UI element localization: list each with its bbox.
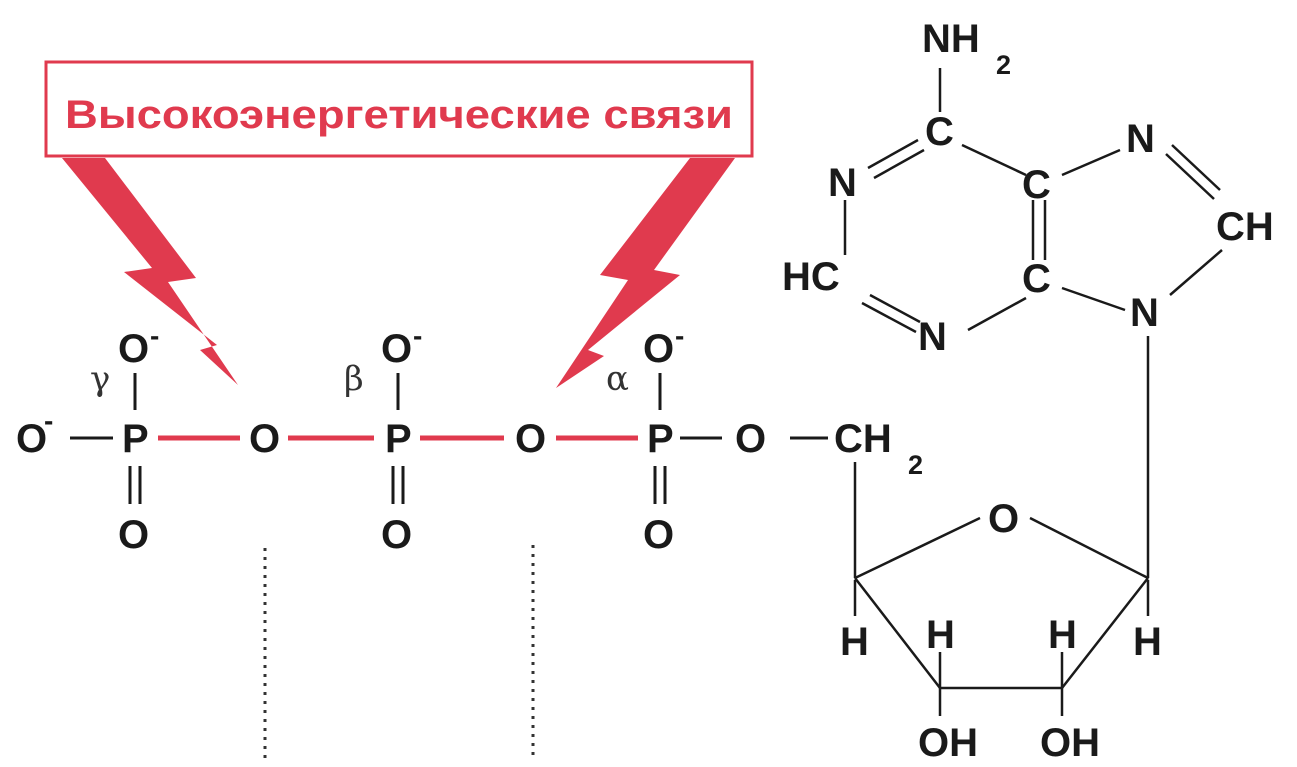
atom-nh2: NH	[922, 17, 980, 61]
atom-o-gamma-double: O	[118, 513, 149, 557]
atom-h-c3: H	[926, 613, 955, 657]
adenine-base: NH 2 C N C N CH HC C N N	[782, 17, 1274, 359]
atom-n9: N	[1130, 291, 1159, 335]
charge-minus: -	[413, 320, 422, 351]
atom-p-beta: P	[385, 417, 412, 461]
charge-minus: -	[675, 320, 684, 351]
atom-p-gamma: P	[122, 417, 149, 461]
high-energy-bonds-label: Высокоэнергетические связи	[44, 60, 754, 158]
atom-n3: N	[918, 315, 947, 359]
atom-o-ester: O	[735, 417, 766, 461]
label-gamma: γ	[90, 359, 110, 399]
atom-o-bridge-2: O	[515, 417, 546, 461]
atom-o-alpha: O	[643, 327, 674, 371]
ch2-subscript: 2	[908, 450, 923, 480]
charge-minus: -	[44, 405, 53, 436]
nh2-subscript: 2	[996, 50, 1011, 80]
atom-o-beta-double: O	[381, 513, 412, 557]
phosphate-chain-bonds	[70, 373, 828, 504]
atom-oh-c3: OH	[918, 721, 978, 762]
atom-hc2: HC	[782, 255, 840, 299]
atom-h-c1: H	[1133, 620, 1162, 664]
atom-c5: C	[1022, 163, 1051, 207]
label-beta: β	[344, 359, 364, 399]
atom-o-gamma: O	[118, 327, 149, 371]
atom-o-ring: O	[988, 497, 1019, 541]
atom-o-bridge-1: O	[249, 417, 280, 461]
ribose-ring: O H H H H OH OH	[840, 336, 1162, 765]
atom-o-alpha-double: O	[643, 513, 674, 557]
atom-h-c4: H	[840, 620, 869, 664]
phosphate-atoms: O - P O - O γ O P O - O β O P O - O α O …	[16, 320, 923, 557]
lightning-arrow-left	[62, 158, 238, 385]
atom-p-alpha: P	[647, 417, 674, 461]
atom-ch8: CH	[1216, 205, 1274, 249]
atom-c4: C	[1022, 257, 1051, 301]
label-box	[44, 60, 754, 158]
lightning-arrow-right	[556, 158, 735, 388]
atom-c6: C	[925, 110, 954, 154]
atom-oh-c2: OH	[1040, 721, 1100, 762]
atom-n1: N	[828, 161, 857, 205]
label-alpha: α	[606, 359, 629, 399]
atom-ch2: CH	[834, 417, 892, 461]
charge-minus: -	[150, 320, 159, 351]
atom-n7: N	[1126, 117, 1155, 161]
label-text: Высокоэнергетические связи	[65, 93, 733, 137]
atom-o-beta: O	[381, 327, 412, 371]
atom-h-c2: H	[1048, 613, 1077, 657]
atom-o-left: O	[16, 417, 47, 461]
